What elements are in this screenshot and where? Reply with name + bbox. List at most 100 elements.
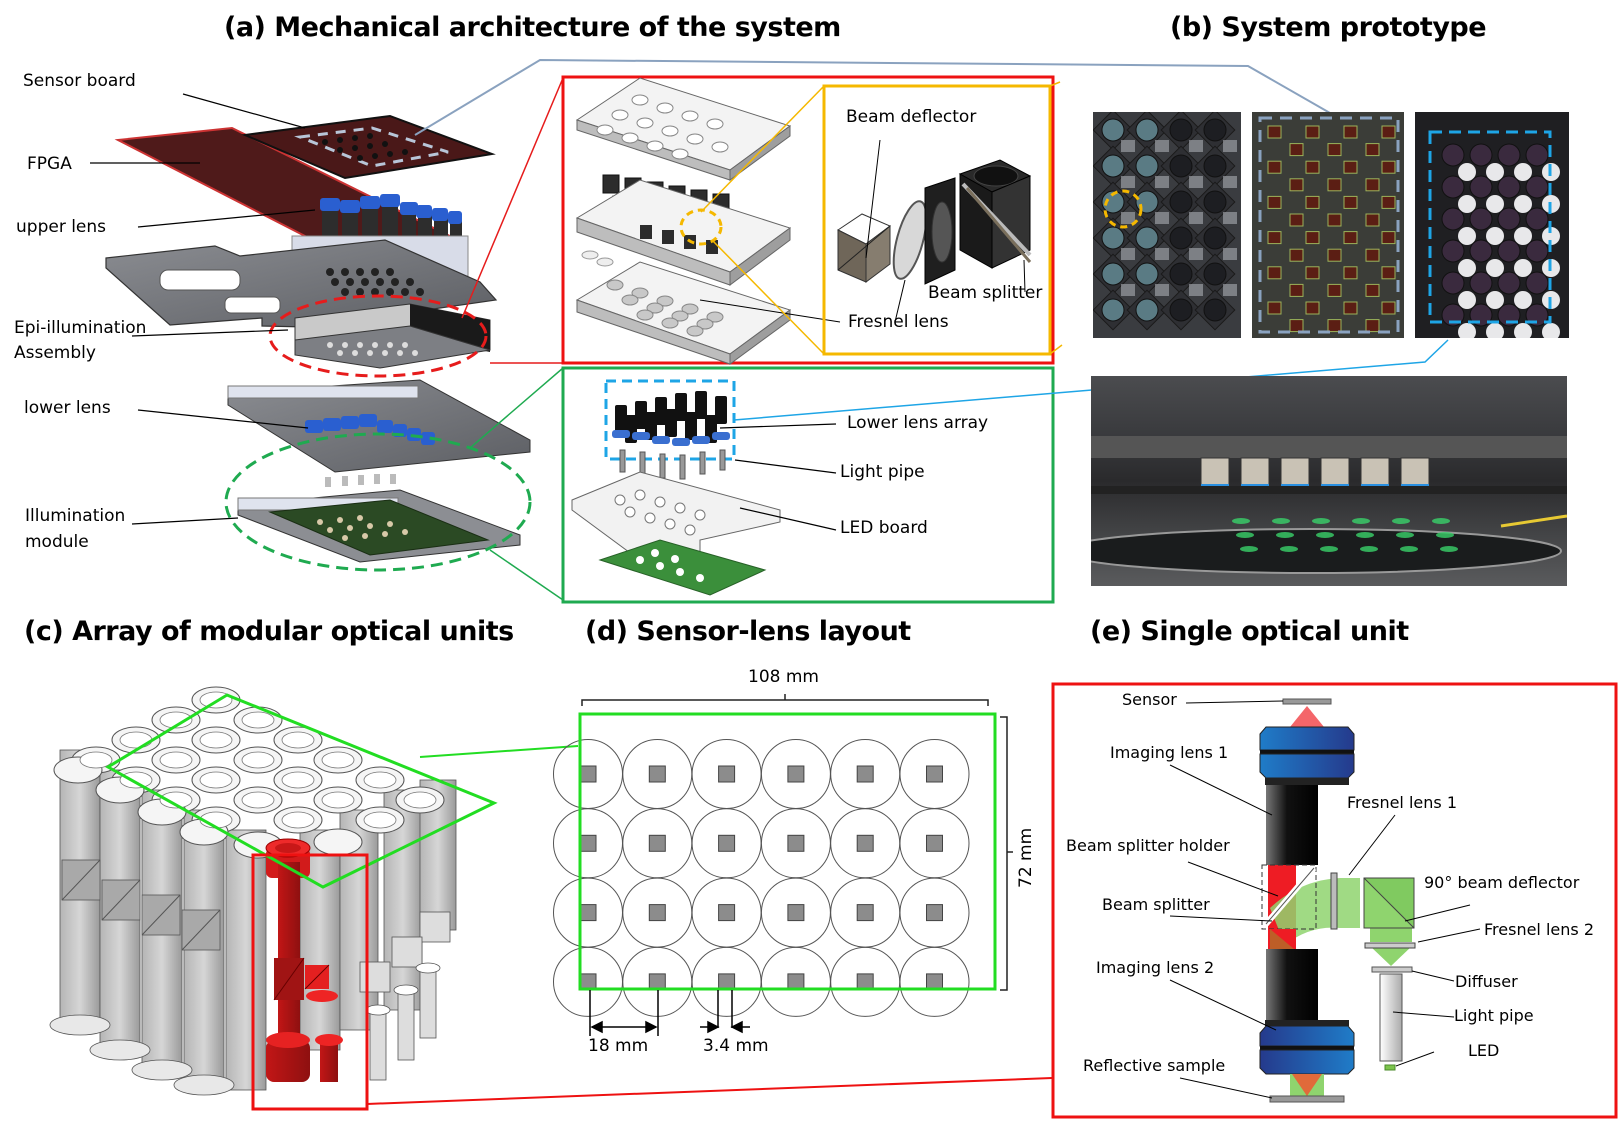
label-fpga: FPGA — [27, 154, 72, 174]
diffuser-shape — [1371, 966, 1413, 973]
splitter-glass — [1223, 176, 1237, 188]
splitter-glass — [1189, 248, 1203, 260]
splitter-glass — [1121, 248, 1135, 260]
label-90-beam-deflector: 90° beam deflector — [1424, 873, 1580, 892]
lens-element — [1441, 143, 1465, 167]
lens-window — [1135, 298, 1159, 322]
light-hole — [1486, 291, 1504, 309]
light-hole — [1486, 163, 1504, 181]
sensor-square — [718, 834, 736, 852]
sensor-chip — [1327, 213, 1342, 227]
label-height-72mm: 72 mm — [1016, 827, 1036, 888]
unit-highlight-box — [251, 853, 369, 1111]
sensor-board-pattern — [1258, 116, 1400, 334]
lens-element — [1441, 271, 1465, 295]
light-hole — [1458, 163, 1476, 181]
lens-element — [1525, 175, 1549, 199]
lens-window — [1203, 226, 1227, 250]
sensor-chip — [1289, 283, 1304, 297]
lens-element — [1497, 239, 1521, 263]
sensor-chip — [1343, 266, 1358, 280]
illum-leaders — [719, 423, 837, 531]
splitter-glass — [1155, 284, 1169, 296]
panel-a-title: (a) Mechanical architecture of the syste… — [224, 12, 841, 43]
led-glow — [1436, 532, 1454, 538]
led-glow — [1240, 546, 1258, 552]
led-glow — [1440, 546, 1458, 552]
sensor-square — [718, 765, 736, 783]
splitter-glass — [1189, 140, 1203, 152]
lower-lens-pattern — [1428, 130, 1560, 338]
lens-blue-ring-photo — [1201, 484, 1229, 487]
sensor-chip — [1289, 248, 1304, 262]
sensor-square — [648, 765, 666, 783]
panel-e-leaders — [1169, 700, 1481, 1099]
sensor-chip — [1365, 248, 1380, 262]
reflective-sample-shape — [1269, 1095, 1345, 1103]
photo-beam-splitter-array — [1093, 112, 1241, 338]
sensor-shape — [1282, 698, 1332, 705]
led-glow — [1396, 532, 1414, 538]
lens-window — [1169, 262, 1193, 286]
lens-barrel-photo — [1240, 457, 1270, 489]
sensor-chip — [1289, 319, 1304, 333]
sensor-chip — [1381, 160, 1396, 174]
lens-element — [1525, 239, 1549, 263]
sensor-chip — [1305, 160, 1320, 174]
lens-element — [1469, 175, 1493, 199]
lens-barrel-photo — [1400, 457, 1430, 489]
led-glow — [1432, 518, 1450, 524]
sensor-chip — [1267, 160, 1282, 174]
panel-b-title: (b) System prototype — [1170, 12, 1487, 43]
lens-window — [1169, 298, 1193, 322]
connector-plane-to-layout — [419, 745, 579, 758]
lens-element — [1497, 175, 1521, 199]
label-light-pipe-e: Light pipe — [1454, 1006, 1534, 1025]
lens-window — [1101, 118, 1125, 142]
sensor-chip — [1381, 301, 1396, 315]
sensor-chip — [1381, 231, 1396, 245]
panel-a-leaders — [90, 93, 316, 525]
sensor-chip — [1343, 231, 1358, 245]
light-hole — [1486, 227, 1504, 245]
pitch-dimension — [589, 990, 750, 1036]
light-hole — [1542, 227, 1560, 245]
label-upper-lens: upper lens — [16, 217, 107, 237]
lens-window — [1203, 118, 1227, 142]
label-sensor: Sensor — [1122, 690, 1177, 709]
label-diffuser: Diffuser — [1455, 972, 1518, 991]
lens-element — [1469, 143, 1493, 167]
label-epi-illumination: Epi-illumination — [14, 318, 147, 338]
splitter-glass — [1189, 176, 1203, 188]
led-glow — [1352, 518, 1370, 524]
connector-unit-to-diagram — [366, 1077, 1053, 1105]
lens-window — [1169, 118, 1193, 142]
sensor-chip — [1305, 195, 1320, 209]
height-brace — [1000, 716, 1013, 991]
sensor-square — [579, 765, 597, 783]
label-lower-lens: lower lens — [24, 398, 111, 418]
label-beam-deflector: Beam deflector — [846, 107, 977, 127]
label-beam-splitter: Beam splitter — [928, 283, 1043, 303]
light-hole — [1458, 195, 1476, 213]
lens-window — [1135, 226, 1159, 250]
lens-element — [1497, 271, 1521, 295]
illum-detail-box — [561, 366, 1055, 604]
sensor-dots — [322, 133, 408, 161]
label-led: LED — [1468, 1041, 1500, 1060]
beam-component-drawings — [837, 139, 1032, 323]
sensor-chip — [1343, 125, 1358, 139]
sensor-chip — [1305, 266, 1320, 280]
epi-highlight-ellipse — [679, 208, 723, 246]
splitter-glass — [1121, 176, 1135, 188]
led-glow — [1320, 546, 1338, 552]
sensor-chip — [1267, 231, 1282, 245]
light-hole — [1486, 323, 1504, 338]
sensor-chip — [1365, 283, 1380, 297]
label-illumination-module: module — [25, 532, 89, 552]
lens-element — [1469, 239, 1493, 263]
sensor-chip — [1343, 160, 1358, 174]
sensor-square — [926, 834, 943, 852]
led-glow — [1276, 532, 1294, 538]
sensor-square — [856, 765, 874, 783]
